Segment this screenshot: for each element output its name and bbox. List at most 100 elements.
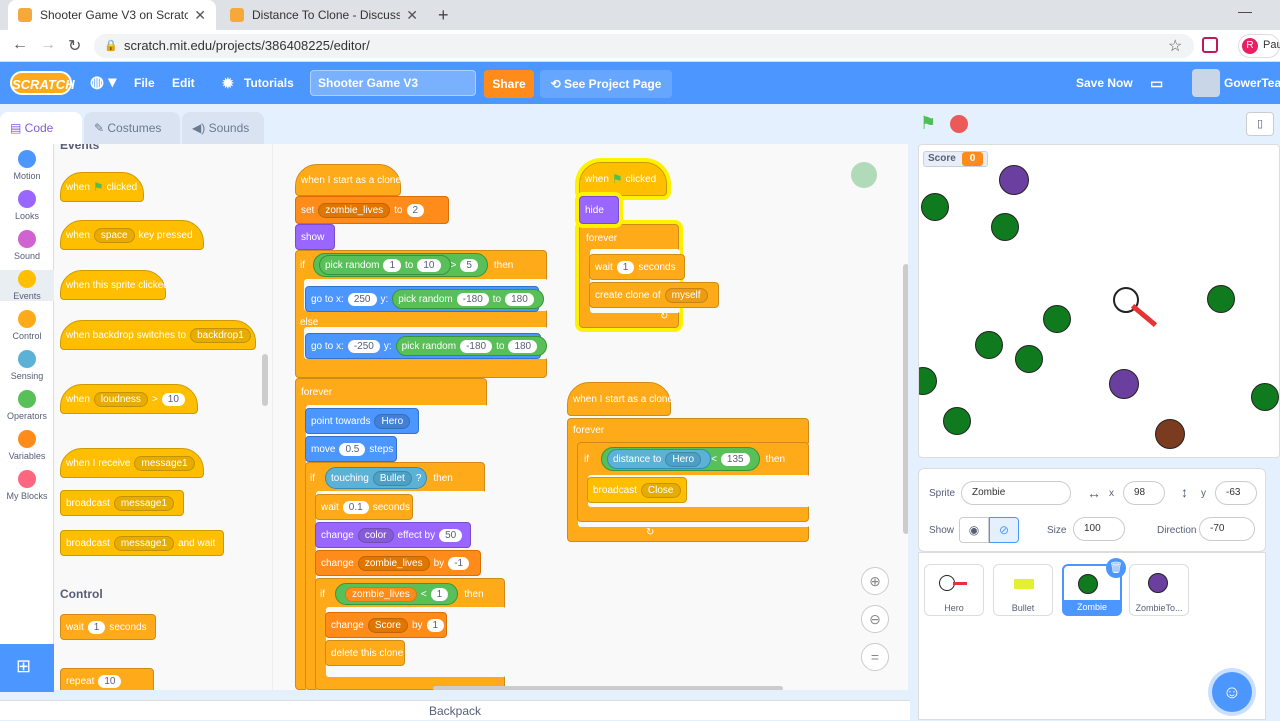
zoom-in-button[interactable]: ⊕ <box>861 567 889 595</box>
edit-menu[interactable]: Edit <box>172 76 195 90</box>
touching-dropdown[interactable]: Bullet <box>372 470 412 486</box>
category-my-blocks[interactable]: My Blocks <box>0 470 54 501</box>
backpack[interactable]: Backpack <box>0 700 910 720</box>
number-input[interactable]: -180 <box>460 339 493 353</box>
number-input[interactable]: 0.1 <box>342 500 369 514</box>
number-input[interactable]: 1 <box>87 620 106 634</box>
target-dropdown[interactable]: Hero <box>374 413 411 429</box>
block-when-i-start-as-clone[interactable]: when I start as a clone <box>567 382 673 416</box>
add-extension-button[interactable]: ⊞ <box>0 644 54 692</box>
number-input[interactable]: 5 <box>460 258 478 272</box>
category-control[interactable]: Control <box>0 310 54 341</box>
green-flag-button[interactable]: ⚑ <box>920 113 937 133</box>
sprite-name-input[interactable]: Zombie <box>961 481 1071 505</box>
number-input[interactable]: 1 <box>383 258 402 272</box>
variable-dropdown[interactable]: Score <box>367 617 408 633</box>
browser-tab-active[interactable]: Shooter Game V3 on Scratch ✕ <box>8 0 216 30</box>
browser-tab[interactable]: Distance To Clone - Discuss Scrat ✕ <box>220 0 428 30</box>
number-input[interactable]: 1 <box>430 587 449 601</box>
message-dropdown[interactable]: Close <box>640 482 681 498</box>
tab-sounds[interactable]: ◀) Sounds <box>182 112 264 144</box>
number-input[interactable]: 50 <box>439 528 463 542</box>
minimize-icon[interactable]: — <box>1238 3 1252 19</box>
project-title-input[interactable]: Shooter Game V3 <box>310 70 476 96</box>
close-tab-icon[interactable]: ✕ <box>406 6 418 23</box>
close-tab-icon[interactable]: ✕ <box>194 6 206 23</box>
number-input[interactable]: 1 <box>616 260 635 274</box>
palette-scrollbar[interactable] <box>262 354 268 406</box>
direction-input[interactable]: -70 <box>1199 517 1255 541</box>
key-dropdown[interactable]: space <box>93 227 135 243</box>
stage-size-toggle-icon[interactable]: ▯ <box>1246 112 1274 136</box>
see-project-page-button[interactable]: ⟲ See Project Page <box>540 70 672 98</box>
scratch-logo[interactable]: SCRATCH <box>10 71 75 95</box>
variable-reporter[interactable]: zombie_lives <box>345 586 417 602</box>
number-input[interactable]: 10 <box>161 392 185 406</box>
block-when-sprite-clicked[interactable]: when this sprite clicked <box>60 270 169 300</box>
zoom-reset-button[interactable]: = <box>861 643 889 671</box>
effect-dropdown[interactable]: color <box>357 527 394 543</box>
block-hide[interactable]: hide <box>579 196 619 224</box>
back-arrow-icon[interactable]: ← <box>12 36 28 53</box>
hide-eye-icon[interactable]: ⊘ <box>989 517 1019 543</box>
x-input[interactable]: 98 <box>1123 481 1165 505</box>
tab-costumes[interactable]: ✎ Costumes <box>84 112 180 144</box>
category-sensing[interactable]: Sensing <box>0 350 54 381</box>
stop-button[interactable] <box>950 115 968 133</box>
my-stuff-folder-icon[interactable]: ▭ <box>1150 75 1164 91</box>
message-dropdown[interactable]: message1 <box>134 455 195 471</box>
number-input[interactable]: 10 <box>98 674 122 688</box>
message-dropdown[interactable]: message1 <box>113 495 175 511</box>
distance-target-dropdown[interactable]: Hero <box>665 451 702 467</box>
sprite-thumb-hero[interactable]: Hero <box>924 564 984 616</box>
block-when-flag-clicked[interactable]: when⚑clicked <box>60 172 144 202</box>
profile-button[interactable]: R Pau <box>1238 34 1280 58</box>
tutorials-menu[interactable]: Tutorials <box>244 76 294 90</box>
new-tab-icon[interactable]: + <box>438 5 449 25</box>
category-variables[interactable]: Variables <box>0 430 54 461</box>
sprite-thumb-bullet[interactable]: Bullet <box>993 564 1053 616</box>
sprite-thumb-zombieto[interactable]: ZombieTo... <box>1129 564 1189 616</box>
category-looks[interactable]: Looks <box>0 190 54 221</box>
size-input[interactable]: 100 <box>1073 517 1125 541</box>
forward-arrow-icon[interactable]: → <box>40 36 56 53</box>
show-eye-icon[interactable]: ◉ <box>959 517 989 543</box>
y-input[interactable]: -63 <box>1215 481 1257 505</box>
add-sprite-cat-icon[interactable]: ☺ <box>1212 672 1252 712</box>
number-input[interactable]: -250 <box>347 339 380 353</box>
variable-dropdown[interactable]: zombie_lives <box>318 202 391 218</box>
file-menu[interactable]: File <box>134 76 155 90</box>
number-input[interactable]: -1 <box>448 556 470 570</box>
delete-sprite-icon[interactable]: 🗑 <box>1106 558 1126 578</box>
less-than-operator[interactable]: zombie_lives<1 <box>335 583 459 605</box>
number-input[interactable]: 135 <box>720 452 750 466</box>
category-sound[interactable]: Sound <box>0 230 54 261</box>
user-avatar[interactable] <box>1192 69 1220 97</box>
variable-dropdown[interactable]: zombie_lives <box>357 555 430 571</box>
username[interactable]: GowerTeac <box>1224 76 1280 90</box>
number-input[interactable]: 180 <box>505 292 534 306</box>
number-input[interactable]: 180 <box>508 339 538 353</box>
message-dropdown[interactable]: message1 <box>113 535 175 551</box>
